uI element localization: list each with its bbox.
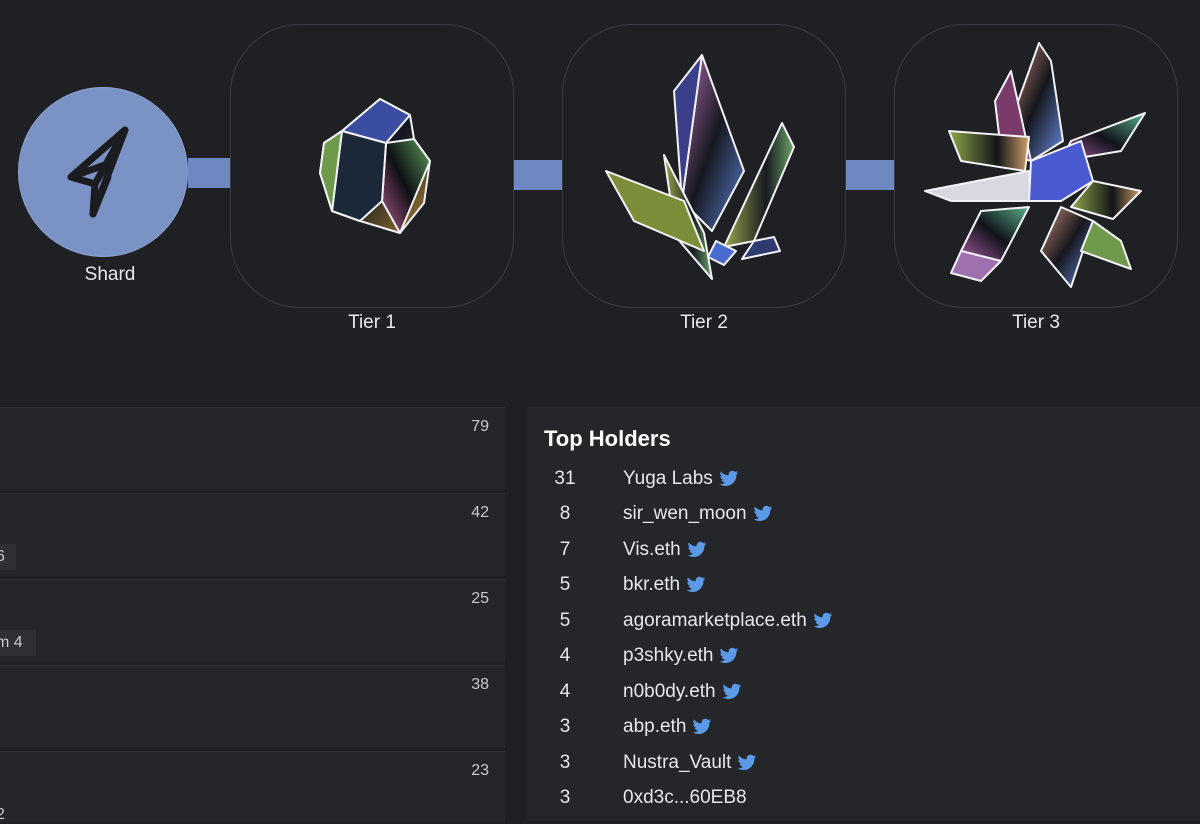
holder-row[interactable]: 5 agoramarketplace.eth [527, 603, 1200, 639]
tier2-crystal-icon [605, 54, 795, 280]
holder-count: 5 [559, 574, 571, 596]
holder-count: 5 [559, 609, 571, 631]
twitter-icon[interactable] [686, 576, 706, 594]
tier1-crystal-icon [319, 98, 431, 234]
list-card[interactable]: 23 2 [0, 751, 505, 823]
top-holders-title: Top Holders [544, 426, 671, 451]
card-count: 79 [471, 418, 489, 435]
connector [846, 160, 894, 190]
card-sub-bg [0, 544, 16, 570]
holder-row[interactable]: 31 Yuga Labs [527, 461, 1200, 497]
shard-icon [67, 126, 129, 218]
holder-row[interactable]: 3 Nustra_Vault [527, 745, 1200, 781]
holder-name[interactable]: Yuga Labs [623, 467, 713, 489]
tier1-label: Tier 1 [348, 312, 396, 333]
holder-row[interactable]: 3 0xd3c...60EB8 [527, 781, 1200, 817]
tier1-card[interactable] [230, 24, 514, 308]
holder-count: 3 [559, 751, 571, 773]
twitter-icon[interactable] [719, 470, 739, 488]
holder-name[interactable]: 0xd3c...60EB8 [623, 787, 747, 809]
card-sub: m 4 [0, 634, 23, 651]
tier2-label: Tier 2 [680, 312, 728, 333]
holder-count: 31 [554, 467, 576, 489]
holder-row[interactable]: 7 Vis.eth [527, 532, 1200, 568]
holder-count: 8 [559, 503, 571, 525]
list-card[interactable]: 42 6 [0, 493, 505, 576]
list-card[interactable]: 25 m 4 [0, 579, 505, 662]
card-count: 42 [471, 504, 489, 521]
holder-name[interactable]: p3shky.eth [623, 645, 714, 667]
left-list-panel: 79 42 6 25 m 4 38 l 23 2 [0, 407, 506, 823]
twitter-icon[interactable] [737, 754, 757, 772]
holder-count: 4 [559, 645, 571, 667]
holder-row[interactable]: 3 abp.eth [527, 710, 1200, 746]
holders-list: 31 Yuga Labs 8 sir_wen_moon 7 Vis.eth 5 bkr.eth… [527, 461, 1200, 816]
card-count: 23 [471, 762, 489, 779]
tier-progression: Shard [0, 0, 1200, 400]
top-holders-panel: Top Holders 31 Yuga Labs 8 sir_wen_moon 7 Vis… [527, 407, 1200, 821]
tier2-card[interactable] [562, 24, 846, 308]
shard-label: Shard [84, 264, 136, 285]
twitter-icon[interactable] [813, 612, 833, 630]
card-count: 38 [471, 676, 489, 693]
holder-count: 4 [559, 680, 571, 702]
twitter-icon[interactable] [753, 505, 773, 523]
tier3-crystal-icon [924, 42, 1146, 288]
holder-name[interactable]: Nustra_Vault [623, 751, 732, 773]
holder-name[interactable]: Vis.eth [623, 538, 681, 560]
twitter-icon[interactable] [722, 683, 742, 701]
holder-row[interactable]: 4 n0b0dy.eth [527, 674, 1200, 710]
connector [514, 160, 562, 190]
card-sub-bg [0, 630, 36, 656]
tier3-card[interactable] [894, 24, 1178, 308]
list-card[interactable]: 79 [0, 407, 505, 490]
holder-row[interactable]: 4 p3shky.eth [527, 639, 1200, 675]
card-count: 25 [471, 590, 489, 607]
card-sub: 2 [0, 806, 5, 823]
connector [188, 158, 230, 188]
holder-count: 3 [559, 716, 571, 738]
holder-name[interactable]: bkr.eth [623, 574, 681, 596]
holder-name[interactable]: abp.eth [623, 716, 687, 738]
twitter-icon[interactable] [692, 718, 712, 736]
holder-row[interactable]: 5 bkr.eth [527, 568, 1200, 604]
twitter-icon[interactable] [687, 541, 707, 559]
holder-count: 3 [559, 787, 571, 809]
holder-name[interactable]: agoramarketplace.eth [623, 609, 807, 631]
tier3-label: Tier 3 [1012, 312, 1060, 333]
card-sub: 6 [0, 548, 5, 565]
holder-name[interactable]: n0b0dy.eth [623, 680, 716, 702]
twitter-icon[interactable] [719, 647, 739, 665]
holder-count: 7 [559, 538, 571, 560]
holder-name[interactable]: sir_wen_moon [623, 503, 747, 525]
shard-node[interactable] [18, 87, 188, 257]
holder-row[interactable]: 8 sir_wen_moon [527, 497, 1200, 533]
list-card[interactable]: 38 l [0, 665, 505, 748]
